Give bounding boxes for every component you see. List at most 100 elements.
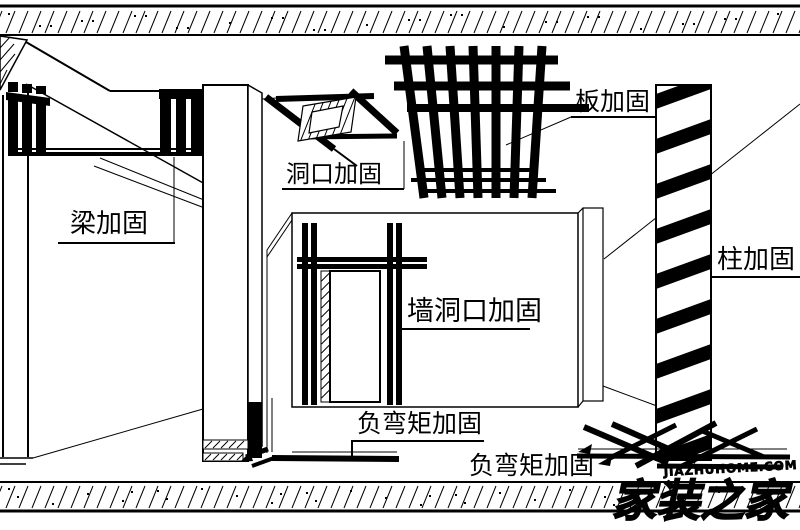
- hatch-line: [460, 485, 471, 509]
- hatch-line: [83, 485, 94, 509]
- aggregate-dot: [762, 489, 764, 491]
- hatch-line: [629, 10, 640, 34]
- hatch-line: [447, 10, 458, 34]
- negative-moment-right-label: 负弯矩加固: [469, 451, 594, 480]
- hatch-line: [564, 485, 575, 509]
- column-wrap-band: [656, 119, 711, 154]
- beam-wrap-band: [160, 92, 171, 154]
- wall-return-top-edge: [266, 212, 293, 251]
- watermark: JIAZHUHOME.COM 家装之家: [609, 458, 798, 528]
- hatch-line: [694, 485, 705, 509]
- wall-side-face: [582, 207, 604, 402]
- slab-label-group: 板加固: [505, 87, 657, 146]
- beam-perspective-line: [93, 165, 203, 208]
- aggregate-dot: [201, 488, 203, 490]
- aggregate-dot: [455, 494, 457, 496]
- beam-top-arris: [25, 41, 111, 92]
- hatch-line: [733, 485, 744, 509]
- beam-wrap-band: [22, 84, 32, 93]
- beam-wrap-top-strip: [6, 92, 50, 106]
- hatch-line: [538, 485, 549, 509]
- hatch-line: [317, 485, 328, 509]
- hatch-line: [212, 440, 221, 449]
- hatch-line: [369, 485, 380, 509]
- slab-rebar-fan-bar: [445, 45, 465, 199]
- hatch-line: [421, 485, 432, 509]
- hatch-line: [31, 10, 42, 34]
- hatch-line: [694, 10, 705, 34]
- aggregate-dot: [499, 492, 501, 494]
- aggregate-dot: [131, 491, 133, 493]
- negative-moment-right-label-group: 负弯矩加固: [465, 451, 596, 483]
- column-wrap-band: [656, 344, 711, 379]
- aggregate-dot: [8, 488, 10, 490]
- hatch-line: [228, 453, 236, 461]
- pilaster-base-hatch-strip2: [202, 452, 244, 462]
- aggregate-dot: [187, 27, 189, 29]
- slab-leader-line: [505, 116, 572, 146]
- hatch-line: [603, 485, 614, 509]
- hatch-line: [96, 485, 107, 509]
- hatch-line: [220, 440, 229, 449]
- column-wrap-band: [656, 299, 711, 334]
- hatch-line: [18, 485, 29, 509]
- hatch-line: [0, 36, 11, 49]
- column-wrap-band: [656, 389, 711, 424]
- hatch-line: [321, 389, 330, 399]
- aggregate-dot: [157, 490, 159, 492]
- aggregate-dot: [92, 20, 94, 22]
- hatch-line: [538, 10, 549, 34]
- hatch-line: [239, 10, 250, 34]
- beam-wrap-band: [8, 100, 18, 152]
- hatch-line: [321, 326, 330, 336]
- column-wrap-band: [656, 254, 711, 289]
- hatch-line: [629, 485, 640, 509]
- hatch-line: [122, 485, 133, 509]
- hatch-line: [200, 485, 211, 509]
- hatch-line: [434, 10, 445, 34]
- base-mesh-bar: [606, 422, 678, 462]
- beam-wrap-band: [36, 104, 46, 152]
- ceiling-slab: [0, 4, 800, 36]
- aggregate-dot: [81, 20, 83, 22]
- hatch-line: [31, 485, 42, 509]
- hatch-line: [330, 485, 341, 509]
- hatch-line: [395, 10, 406, 34]
- hatch-line: [681, 485, 692, 509]
- hatch-line: [759, 485, 770, 509]
- aggregate-dot: [753, 498, 755, 500]
- hatch-line: [213, 485, 224, 509]
- aggregate-dot: [315, 500, 317, 502]
- hatch-line: [109, 10, 120, 34]
- hatch-line: [460, 10, 471, 34]
- aggregate-dot: [271, 502, 273, 504]
- hatch-line: [785, 485, 796, 509]
- hatch-line: [161, 10, 172, 34]
- hatch-line: [44, 485, 55, 509]
- rebar-arrowhead: [240, 452, 253, 462]
- hatch-line: [525, 485, 536, 509]
- hatch-line: [0, 69, 8, 85]
- rebar-arrowhead: [598, 456, 612, 466]
- hatch-line: [148, 485, 159, 509]
- hatch-line: [321, 371, 330, 381]
- hatch-line: [135, 485, 146, 509]
- hatch-line: [616, 10, 627, 34]
- wall-side-top-edge: [577, 207, 584, 214]
- hatch-line: [668, 485, 679, 509]
- negative-moment-left-label-group: 负弯矩加固: [351, 409, 484, 456]
- hatch-line: [321, 308, 330, 318]
- aggregate-dot: [145, 15, 147, 17]
- aggregate-dot: [569, 489, 571, 491]
- slab-rebar-fan-bar: [527, 45, 547, 199]
- hatch-line: [356, 10, 367, 34]
- aggregate-dot: [50, 25, 52, 27]
- hatch-line: [174, 485, 185, 509]
- aggregate-dot: [313, 29, 315, 31]
- slab-grid-detail: [385, 45, 589, 199]
- aggregate-dot: [648, 494, 650, 496]
- hatch-line: [57, 10, 68, 34]
- aggregate-dot: [408, 19, 410, 21]
- aggregate-dot: [718, 491, 720, 493]
- aggregate-dot: [280, 493, 282, 495]
